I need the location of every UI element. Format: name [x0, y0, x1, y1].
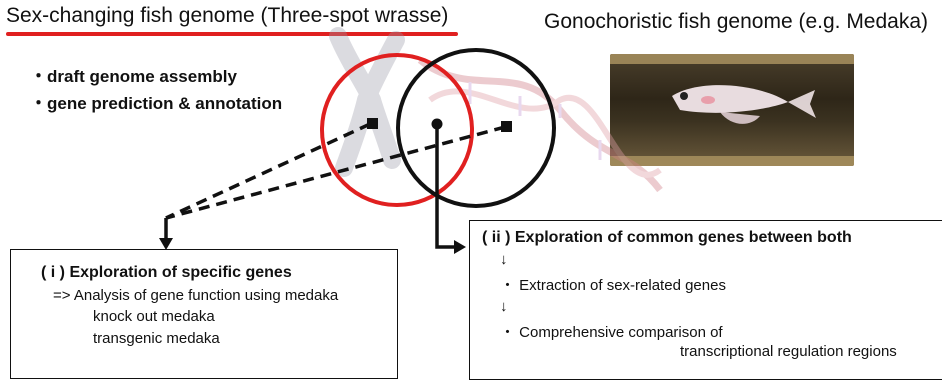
bullet-gene-prediction: ・gene prediction & annotation	[30, 94, 283, 113]
wrasse-specific-marker	[367, 118, 378, 129]
dashed-line-medaka	[165, 125, 506, 220]
knockout-line: knock out medaka	[93, 308, 215, 325]
specific-genes-title: ( i ) Exploration of specific genes	[41, 264, 292, 281]
arrowhead-right-icon	[454, 240, 466, 254]
sex-changing-genome-title: Sex-changing fish genome (Three-spot wra…	[6, 4, 449, 27]
common-genes-title: ( ii ) Exploration of common genes betwe…	[482, 229, 852, 246]
medaka-specific-marker	[501, 121, 512, 132]
down-arrow-1: ↓	[500, 251, 508, 268]
common-genes-box: ( ii ) Exploration of common genes betwe…	[469, 220, 942, 380]
dna-helix-icon	[417, 57, 663, 193]
arrowhead-left-icon	[159, 238, 173, 250]
title-underline	[6, 32, 458, 36]
gonochoristic-genome-title: Gonochoristic fish genome (e.g. Medaka)	[544, 10, 929, 33]
extraction-line: ・ Extraction of sex-related genes	[500, 277, 726, 294]
regulation-regions-line: transcriptional regulation regions	[680, 343, 897, 360]
down-arrow-2: ↓	[500, 298, 508, 315]
medaka-genome-circle	[396, 48, 556, 208]
analysis-line: => Analysis of gene function using medak…	[53, 287, 339, 304]
transgenic-line: transgenic medaka	[93, 330, 220, 347]
wrasse-genome-circle	[320, 53, 474, 207]
comparison-line: ・ Comprehensive comparison of	[500, 324, 723, 341]
medaka-photo	[610, 54, 854, 166]
bullet-draft-assembly: ・draft genome assembly	[30, 67, 237, 86]
dashed-line-wrasse	[165, 122, 371, 220]
diagram-graphics	[159, 27, 663, 254]
arrow-to-right-box	[435, 124, 457, 249]
specific-genes-box: ( i ) Exploration of specific genes => A…	[10, 249, 398, 379]
